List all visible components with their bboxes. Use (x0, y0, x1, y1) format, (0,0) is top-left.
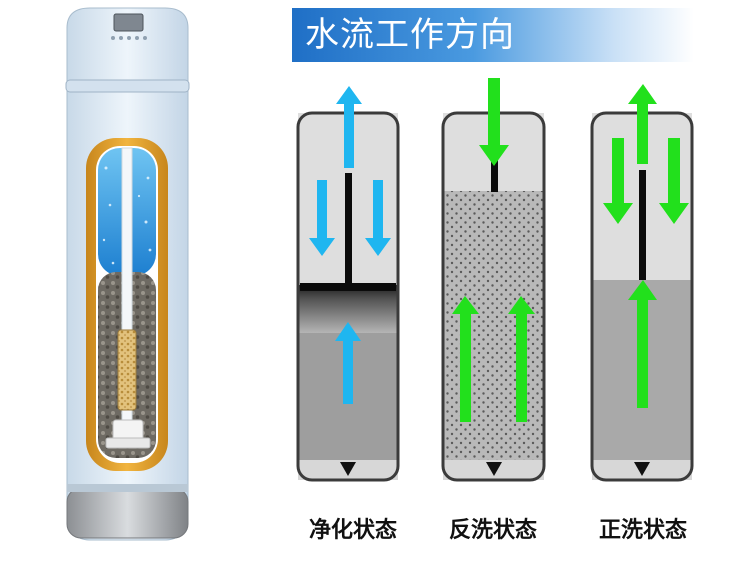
rinse-state-label: 正洗状态 (598, 518, 687, 543)
purify-column (296, 86, 400, 482)
backwash-outlet-arrow-icon (486, 462, 502, 476)
tank-base-band (67, 484, 188, 492)
backwash-column (441, 78, 546, 482)
rinse-down-arrow-right-icon (659, 138, 689, 224)
purify-state-label: 净化状态 (308, 518, 397, 543)
purify-collector (300, 283, 396, 291)
resin-cartridge (117, 329, 137, 411)
tank-base (66, 487, 189, 539)
tank-head-ring (65, 79, 190, 93)
control-display-icon (113, 13, 144, 32)
control-buttons-icon (111, 36, 147, 40)
tank-head (66, 7, 189, 85)
backwash-media (443, 191, 544, 460)
purify-riser-pipe (345, 173, 352, 288)
backwash-up-arrow-right-icon (508, 296, 535, 422)
purify-up-arrow-top-icon (336, 86, 362, 168)
bubbles-icon (102, 166, 152, 265)
rinse-down-arrow-left-icon (603, 138, 633, 224)
backwash-riser-pipe (491, 160, 498, 192)
distributor-foot (105, 437, 151, 449)
rinse-outlet-arrow-icon (634, 462, 650, 476)
purify-down-arrow-left-icon (309, 180, 335, 256)
page-title: 水流工作方向 (305, 15, 515, 55)
backwash-up-arrow-left-icon (452, 296, 479, 422)
purify-down-arrow-right-icon (365, 180, 391, 256)
rinse-riser-pipe (639, 170, 646, 280)
backwash-state-label: 反洗状态 (448, 518, 537, 543)
rinse-up-arrow-bottom-icon (628, 280, 657, 408)
softener-tank (65, 7, 190, 541)
rinse-up-arrow-top-icon (628, 84, 657, 164)
backwash-down-arrow-top-icon (479, 78, 509, 166)
rinse-column (590, 84, 694, 482)
purify-outlet-arrow-icon (340, 462, 356, 476)
purify-up-arrow-bottom-icon (335, 322, 361, 404)
title-banner (292, 8, 694, 62)
